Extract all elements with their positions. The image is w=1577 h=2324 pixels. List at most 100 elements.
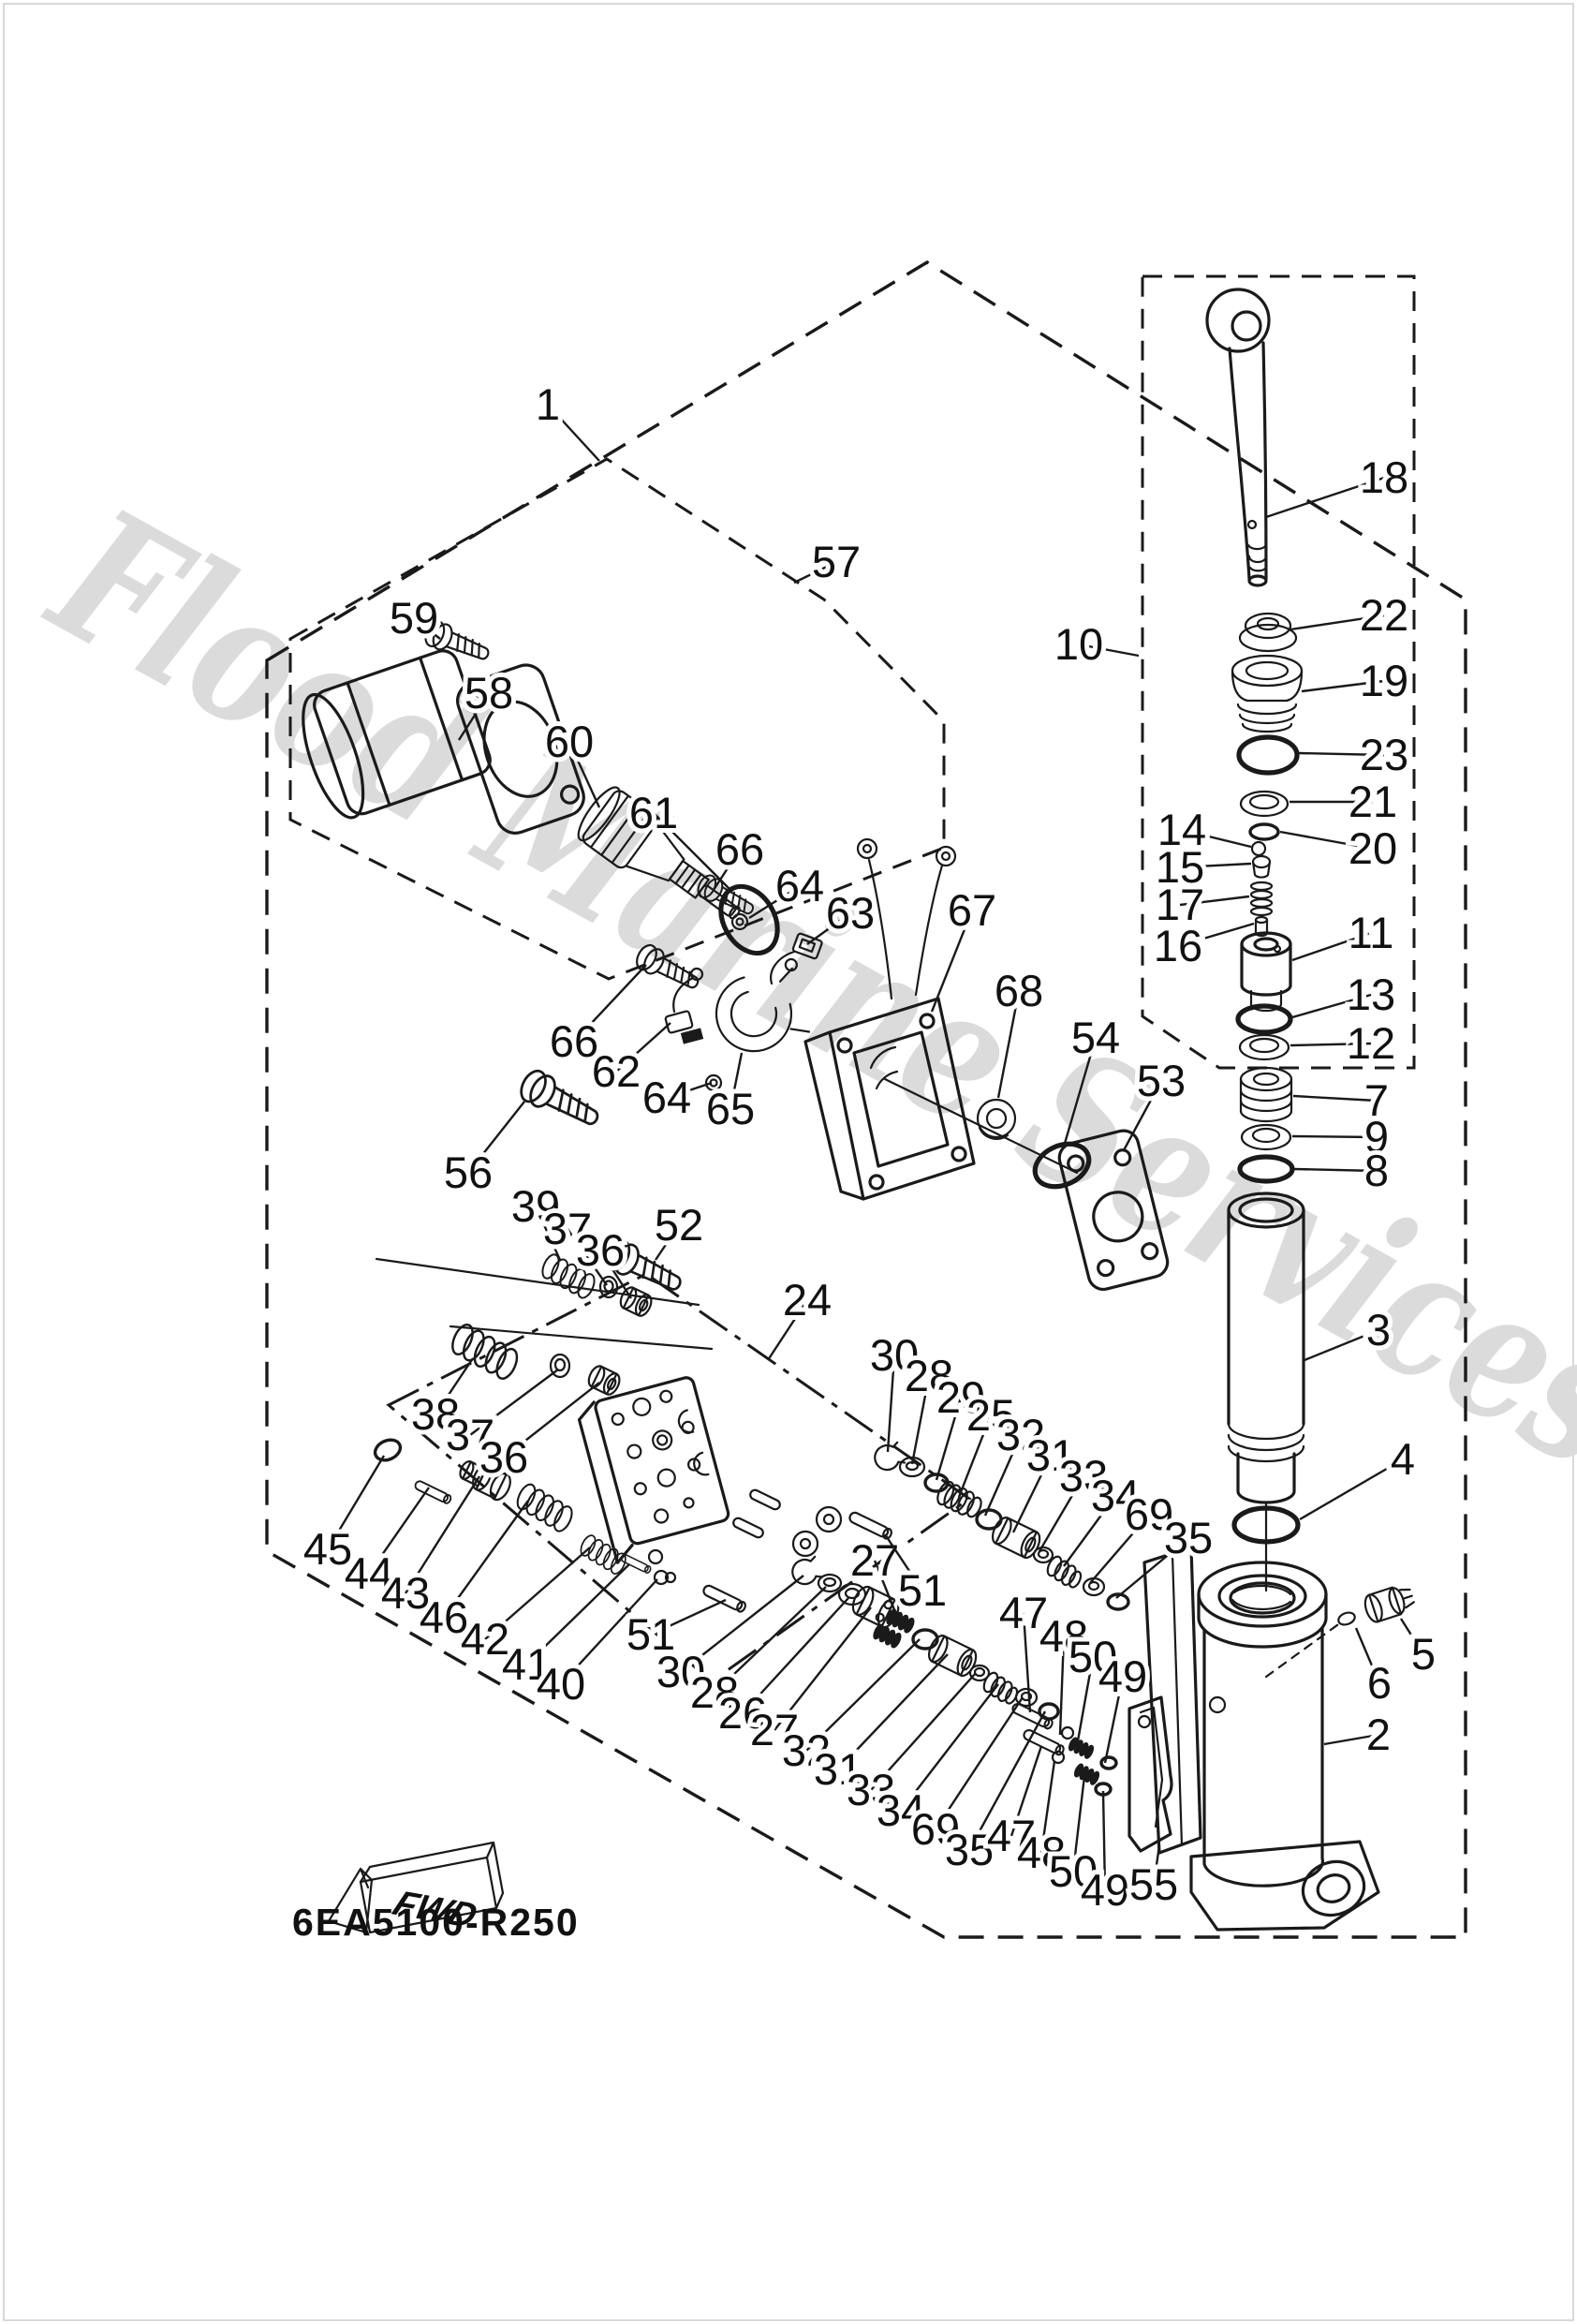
callout-2-84: 2 [1323,1705,1395,1764]
part-oring-23 [1236,734,1300,776]
construction-band-lines [375,1257,714,1351]
callout-35-54: 35 [1115,1508,1217,1599]
sub-assembly-box-10 [1141,274,1416,1070]
part-spring-42 [576,1532,631,1577]
leader-line-51-63 [884,1533,923,1591]
part-washer-69a [1082,1576,1106,1597]
callout-number-36-39: 36 [576,1225,625,1275]
leader-line-33-71 [870,1672,977,1791]
motor-flange [456,663,585,835]
callout-50-77: 50 [1064,1627,1122,1747]
callout-number-59-2: 59 [390,593,438,643]
leader-line-66-6 [712,849,742,891]
callout-33-71: 33 [842,1672,977,1819]
watermark-text: Flood Marine Services [19,466,1577,1510]
leader-line-32-49 [983,1434,1023,1517]
leader-line-39-37 [534,1206,562,1261]
callout-51-63: 51 [884,1533,951,1620]
part-stop-lever-55 [1127,1695,1173,1853]
callout-44-56: 44 [340,1487,430,1603]
part-oring-54 [1032,1141,1092,1190]
part-washer-26 [837,1582,867,1606]
part-washer-21 [1239,790,1290,818]
callout-number-6-86: 6 [1367,1658,1392,1708]
callout-63-8: 63 [806,883,879,945]
callout-16-19: 16 [1149,916,1255,975]
callout-18-10: 18 [1265,448,1413,519]
callout-number-33-71: 33 [847,1765,895,1814]
part-oring-32a [975,1508,1003,1531]
leader-line-28-46 [910,1375,931,1465]
leader-line-26-67 [742,1597,849,1714]
callout-67-28: 67 [930,881,1001,1013]
leader-line-68-29 [996,990,1021,1099]
callout-number-21-14: 21 [1349,777,1397,826]
leader-line-43-57 [404,1475,481,1594]
callout-25-48: 25 [957,1385,1020,1498]
leader-line-37-43 [469,1369,559,1436]
callout-12-22: 12 [1290,1014,1400,1073]
leader-line-3-26 [1304,1328,1379,1362]
callout-4-27: 4 [1299,1429,1420,1521]
leader-line-16-19 [1177,922,1255,948]
callout-number-48-76: 48 [1039,1611,1088,1661]
callout-number-53-31: 53 [1137,1056,1186,1105]
callout-number-67-28: 67 [948,885,996,935]
callout-31-70: 31 [809,1653,949,1799]
callout-number-22-11: 22 [1360,590,1408,640]
part-bushing-36-lower [587,1365,621,1396]
callout-24-41: 24 [766,1270,836,1361]
callout-number-54-30: 54 [1071,1013,1120,1062]
callout-32-69: 32 [777,1638,921,1780]
leader-line-27-62 [873,1560,899,1618]
callout-33-51: 33 [1038,1446,1113,1552]
leader-line-61-5 [653,812,733,893]
callout-number-20-15: 20 [1349,823,1397,873]
part-oring-49a [1099,1755,1118,1770]
leader-line-19-12 [1301,679,1385,693]
callout-65-36: 65 [701,1052,759,1138]
callout-6-86: 6 [1354,1627,1396,1712]
part-washer-37-lower [549,1353,571,1379]
part-valve-sleeve-11 [1240,931,1292,1013]
callout-59-2: 59 [385,588,443,647]
leader-line-32-69 [805,1638,921,1752]
callout-36-44: 36 [475,1382,600,1487]
callout-37-43: 37 [441,1369,559,1464]
callout-number-24-41: 24 [783,1275,832,1325]
callout-40-61: 40 [532,1578,658,1713]
callout-number-63-8: 63 [826,888,875,938]
page-border [3,3,1574,2321]
callout-number-23-13: 23 [1360,730,1408,779]
callout-27-68: 27 [745,1606,872,1759]
part-ring-33a [1032,1546,1054,1564]
part-cap-22 [1238,612,1298,653]
leader-line-36-44 [503,1382,600,1458]
callout-47-79: 47 [982,1745,1043,1865]
callout-number-47-79: 47 [987,1811,1036,1860]
callout-68-29: 68 [990,961,1048,1099]
leader-line-66-33 [573,964,647,1043]
callout-number-36-44: 36 [479,1432,528,1482]
part-ball-48a [1060,1725,1075,1740]
part-plug-5 [1363,1586,1415,1623]
callout-3-26: 3 [1304,1300,1395,1362]
callout-32-49: 32 [983,1405,1050,1517]
callout-number-32-49: 32 [996,1410,1045,1459]
callout-number-55-83: 55 [1129,1859,1178,1909]
callout-7-23: 7 [1292,1071,1393,1130]
part-ring-9 [1240,1123,1292,1151]
callout-30-65: 30 [652,1575,804,1701]
callout-1-0: 1 [531,375,600,462]
part-oring-4 [1231,1505,1301,1545]
callout-62-34: 62 [587,1022,671,1101]
leader-line-64-7 [748,884,801,920]
callout-number-14-16: 14 [1157,805,1206,854]
sub-assembly-box-57 [288,457,946,981]
callout-41-60: 41 [497,1563,630,1694]
callout-60-4: 60 [540,712,601,808]
callout-number-49-78: 49 [1098,1651,1147,1701]
leader-line-12-22 [1290,1042,1372,1047]
part-terminal-63 [770,932,823,985]
